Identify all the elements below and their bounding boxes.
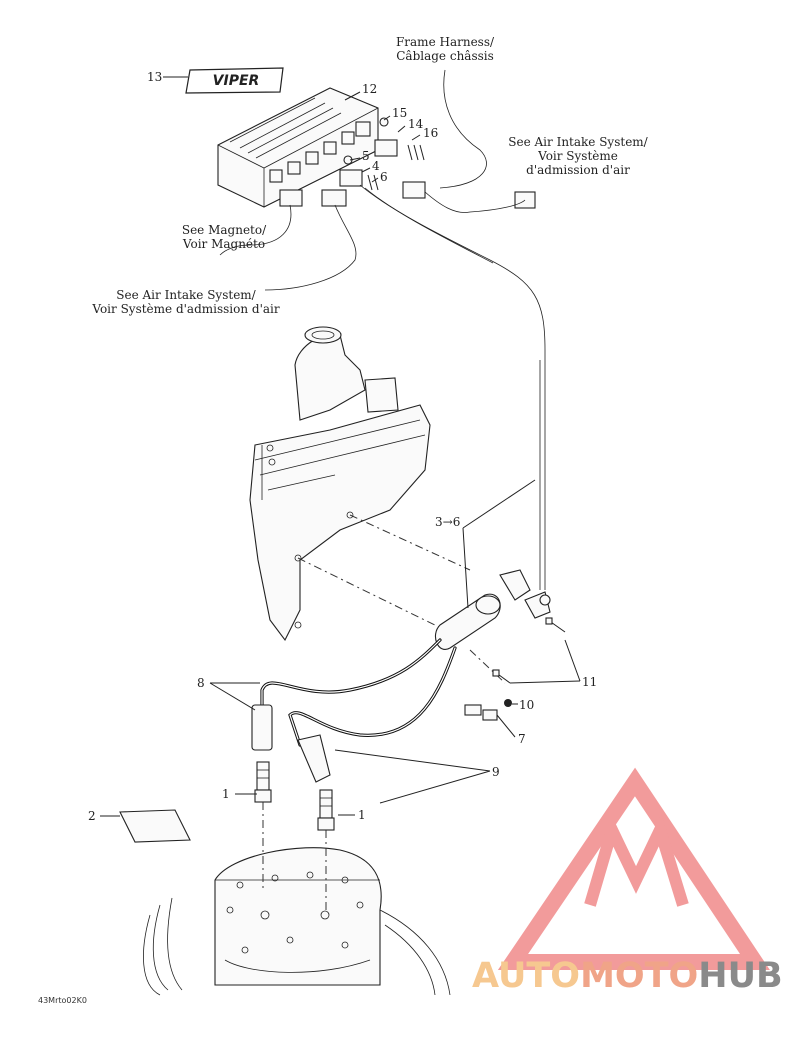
decal-part-2 — [100, 809, 191, 843]
label-9: 9 — [492, 765, 500, 779]
label-4: 4 — [372, 159, 380, 173]
callout-frame-harness: Frame Harness/ Câblage châssis — [396, 35, 495, 63]
label-8: 8 — [197, 676, 205, 690]
callout-magneto: See Magneto/ Voir Magnéto — [182, 223, 267, 251]
watermark-text: AUTOMOTOHUB — [472, 956, 783, 996]
watermark-part1: AUTO — [472, 956, 580, 996]
ignition-coil — [435, 569, 551, 650]
label-2: 2 — [88, 809, 96, 823]
magneto-line1: See Magneto/ — [182, 223, 267, 237]
label-1a: 1 — [222, 787, 230, 801]
decal-part-13: VIPER — [163, 67, 284, 94]
part-number-labels: 13 12 15 14 16 5 4 6 3→6 8 11 10 7 9 1 2… — [88, 70, 597, 823]
figure-code: 43Mrto02K0 — [38, 996, 87, 1005]
watermark-part2: MOTO — [580, 956, 698, 996]
leader-lines — [209, 91, 581, 816]
label-7: 7 — [518, 732, 526, 746]
label-3-to-6: 3→6 — [435, 515, 460, 529]
label-16: 16 — [423, 126, 438, 140]
cdi-module — [217, 87, 379, 208]
air-intake-top-line2: Voir Système — [537, 149, 618, 163]
label-12: 12 — [362, 82, 377, 96]
watermark-part3: HUB — [698, 956, 782, 996]
label-10: 10 — [519, 698, 534, 712]
label-15: 15 — [392, 106, 407, 120]
connectors — [279, 117, 536, 209]
decal-text: VIPER — [213, 73, 260, 89]
frame-harness-line1: Frame Harness/ — [396, 35, 495, 49]
spark-plug-cables — [251, 638, 457, 910]
label-14: 14 — [408, 117, 424, 131]
label-11: 11 — [582, 675, 597, 689]
callout-air-intake-left: See Air Intake System/ Voir Système d'ad… — [91, 288, 279, 316]
engine-cylinder — [143, 847, 451, 996]
part-7-connector — [464, 704, 516, 738]
air-intake-left-line1: See Air Intake System/ — [116, 288, 256, 302]
part-10-nut — [504, 699, 512, 707]
magneto-line2: Voir Magnéto — [182, 237, 265, 251]
label-1b: 1 — [358, 808, 366, 822]
watermark-brand: AUTOMOTOHUB — [472, 956, 783, 996]
frame-harness-line2: Câblage châssis — [396, 49, 494, 63]
callout-air-intake-top: See Air Intake System/ Voir Système d'ad… — [508, 135, 648, 177]
oil-tank — [249, 326, 431, 642]
watermark-logo — [497, 767, 770, 970]
label-6: 6 — [380, 170, 388, 184]
air-intake-left-line2: Voir Système d'admission d'air — [91, 302, 279, 316]
label-13: 13 — [147, 70, 162, 84]
air-intake-top-line3: d'admission d'air — [526, 163, 630, 177]
bolt-part-11 — [492, 617, 566, 684]
air-intake-top-line1: See Air Intake System/ — [508, 135, 648, 149]
label-5: 5 — [362, 149, 370, 163]
